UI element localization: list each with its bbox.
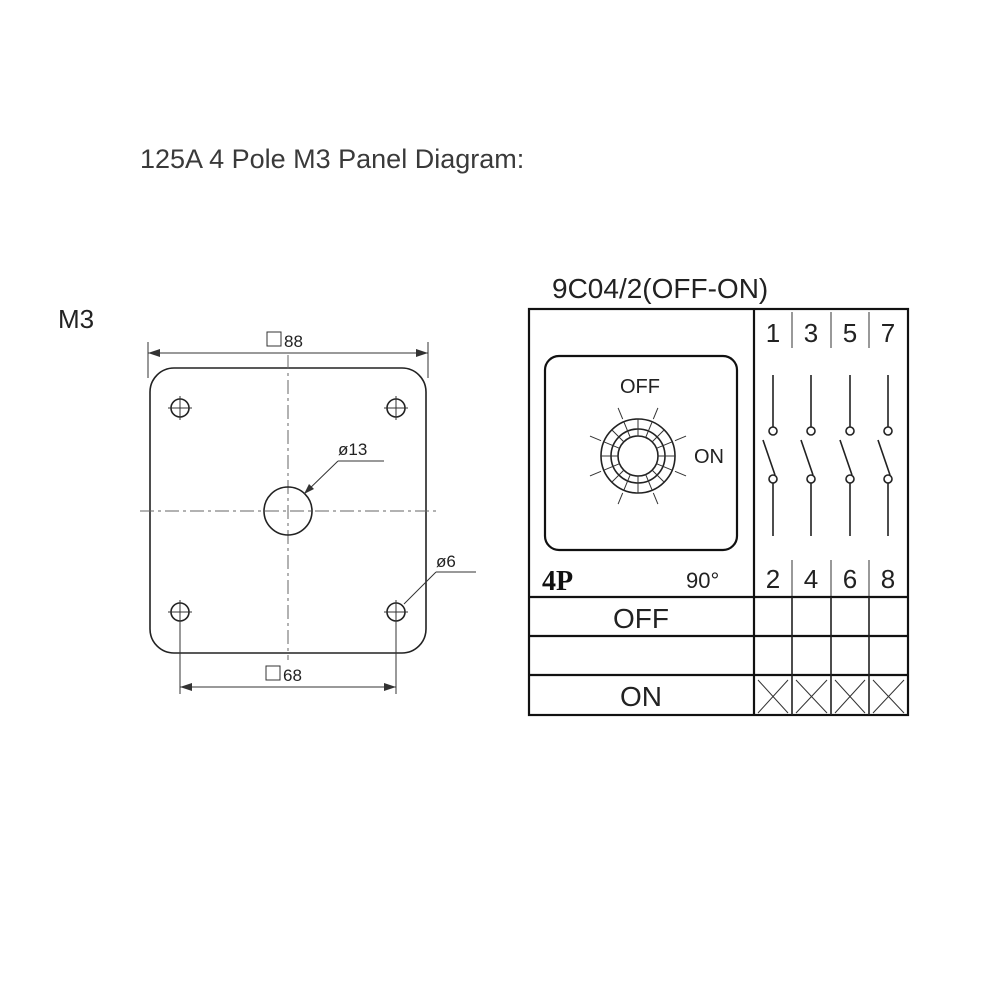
top-terminal-label: 1 (766, 318, 780, 348)
bottom-terminal-label: 6 (843, 564, 857, 594)
center-hole-dim-label: ø13 (338, 440, 367, 459)
dial-off-label: OFF (620, 376, 660, 398)
page-title: 125A 4 Pole M3 Panel Diagram: (140, 144, 524, 174)
arrow-left (148, 349, 160, 357)
pole-switch-icon (839, 375, 855, 536)
mount-hole-top-right (384, 396, 408, 420)
inner-dim-label: 68 (283, 666, 302, 685)
bottom-terminal-label: 2 (766, 564, 780, 594)
pole-switch-icon (762, 375, 778, 536)
pole-switch-icon (800, 375, 816, 536)
pole-switch-icon (877, 375, 893, 536)
poles-label: 4P (542, 566, 573, 597)
mount-hole-dim-label: ø6 (436, 552, 456, 571)
dial-on-label: ON (694, 446, 724, 468)
outer-dim-label: 88 (284, 332, 303, 351)
contact-closed-mark (795, 679, 828, 714)
panel-drawing: M3 88 ø13 (58, 304, 476, 694)
top-terminal-label: 3 (804, 318, 818, 348)
switch-model-label: 9C04/2(OFF-ON) (552, 273, 768, 304)
contact-closed-mark (834, 679, 866, 714)
table-row: ON (620, 679, 905, 714)
rotary-knob-icon (589, 407, 687, 505)
pole-contacts (762, 312, 893, 596)
contact-closed-mark (757, 679, 789, 714)
position-label: OFF (613, 603, 669, 634)
square-symbol (266, 331, 282, 347)
position-table: OFF ON (529, 595, 908, 715)
top-terminal-label: 5 (843, 318, 857, 348)
inner-arrow-left (180, 683, 192, 691)
position-label: ON (620, 681, 662, 712)
table-row: OFF (613, 603, 669, 634)
angle-label: 90° (686, 568, 719, 593)
bottom-terminal-label: 8 (881, 564, 895, 594)
top-terminal-label: 7 (881, 318, 895, 348)
panel-model-label: M3 (58, 304, 94, 334)
mount-hole-top-left (168, 396, 192, 420)
switch-frame (527, 307, 910, 717)
square-symbol-2 (265, 665, 281, 681)
mount-hole-leader (403, 571, 437, 605)
bottom-terminal-label: 4 (804, 564, 818, 594)
center-hole-arrow (304, 484, 314, 494)
dial-box (543, 354, 739, 552)
contact-closed-mark (872, 679, 905, 714)
center-hole (263, 486, 313, 536)
inner-arrow-right (384, 683, 396, 691)
arrow-right (416, 349, 428, 357)
